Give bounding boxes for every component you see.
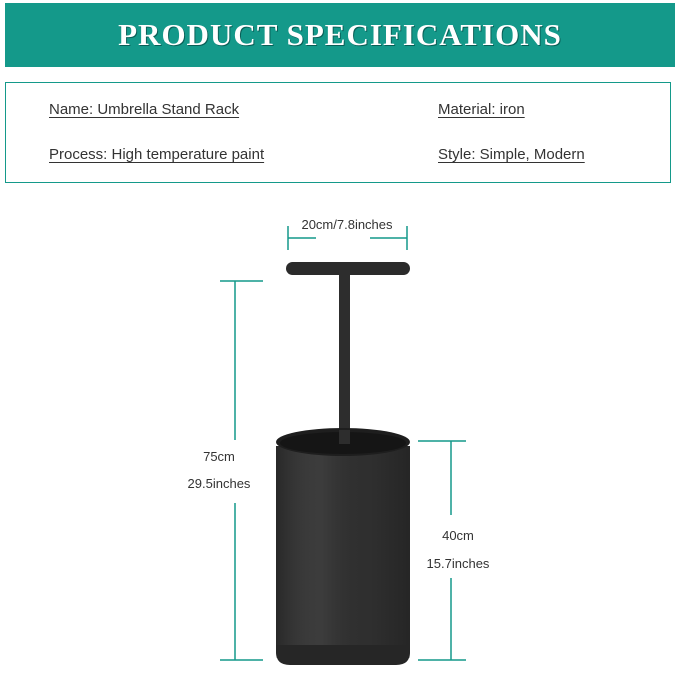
bucket-cm-label: 40cm (442, 528, 474, 543)
spec-process: Process: High temperature paint (49, 146, 265, 163)
spec-material: Material: iron (438, 101, 525, 118)
width-dimension: 20cm/7.8inches (287, 217, 408, 250)
height-dimension: 75cm 29.5inches (188, 280, 263, 661)
product-dimension-diagram: 20cm/7.8inches 75cm 29.5inches 40cm 15.7… (188, 217, 490, 665)
spec-name: Name: Umbrella Stand Rack (49, 101, 240, 118)
bucket-in-label: 15.7inches (427, 556, 490, 571)
bucket-base (276, 645, 410, 665)
top-bar (286, 262, 410, 275)
bucket-height-dimension: 40cm 15.7inches (418, 440, 490, 661)
pole (339, 270, 350, 440)
width-label: 20cm/7.8inches (301, 217, 393, 232)
umbrella-stand-illustration (276, 262, 410, 665)
height-cm-label: 75cm (203, 449, 235, 464)
spec-box: Name: Umbrella Stand Rack Material: iron… (5, 82, 671, 183)
title-banner: PRODUCT SPECIFICATIONS (5, 3, 675, 67)
banner-title: PRODUCT SPECIFICATIONS (118, 17, 562, 52)
height-in-label: 29.5inches (188, 476, 251, 491)
spec-style: Style: Simple, Modern (438, 146, 585, 163)
